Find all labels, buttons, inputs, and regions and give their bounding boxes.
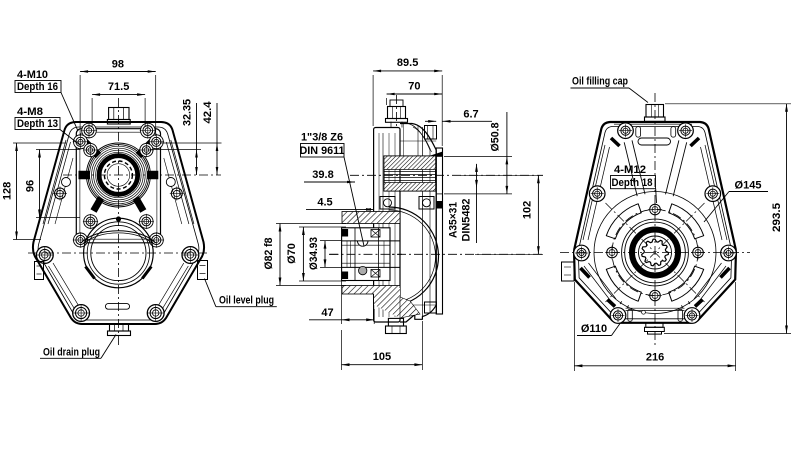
svg-text:293.5: 293.5 xyxy=(771,203,783,232)
svg-text:DIN5482: DIN5482 xyxy=(461,199,473,242)
svg-text:Ø50.8: Ø50.8 xyxy=(490,123,502,152)
svg-text:71.5: 71.5 xyxy=(108,81,129,93)
svg-text:4-M8: 4-M8 xyxy=(17,106,43,118)
svg-text:Ø110: Ø110 xyxy=(581,323,607,335)
svg-text:Depth 18: Depth 18 xyxy=(612,177,653,189)
svg-text:Ø34.93: Ø34.93 xyxy=(308,237,320,270)
svg-text:89.5: 89.5 xyxy=(397,57,418,69)
svg-text:96: 96 xyxy=(25,180,37,192)
svg-text:4.5: 4.5 xyxy=(317,197,332,209)
svg-text:42.4: 42.4 xyxy=(202,101,214,124)
svg-text:6.7: 6.7 xyxy=(463,109,478,121)
svg-text:128: 128 xyxy=(2,182,14,200)
svg-text:Ø70: Ø70 xyxy=(286,243,298,264)
svg-text:A35×31: A35×31 xyxy=(448,202,460,238)
svg-text:Ø82 f8: Ø82 f8 xyxy=(263,238,275,270)
svg-text:102: 102 xyxy=(521,201,533,219)
svg-text:4-M12: 4-M12 xyxy=(614,164,646,176)
svg-text:Oil level plug: Oil level plug xyxy=(219,295,274,307)
svg-text:216: 216 xyxy=(646,352,664,364)
svg-text:Oil drain plug: Oil drain plug xyxy=(43,347,100,359)
svg-text:Depth 13: Depth 13 xyxy=(17,118,58,130)
svg-text:32.35: 32.35 xyxy=(182,99,194,126)
svg-text:1"3/8 Z6: 1"3/8 Z6 xyxy=(301,132,343,144)
svg-text:47: 47 xyxy=(321,307,333,319)
svg-text:DIN 9611: DIN 9611 xyxy=(300,145,345,157)
svg-text:39.8: 39.8 xyxy=(312,169,333,181)
svg-text:Oil filling cap: Oil filling cap xyxy=(572,76,628,88)
svg-text:105: 105 xyxy=(373,351,391,363)
svg-text:Depth 16: Depth 16 xyxy=(17,81,58,93)
svg-text:98: 98 xyxy=(112,59,124,71)
svg-text:4-M10: 4-M10 xyxy=(17,69,48,81)
svg-text:70: 70 xyxy=(408,81,420,93)
svg-text:Ø145: Ø145 xyxy=(735,180,762,192)
